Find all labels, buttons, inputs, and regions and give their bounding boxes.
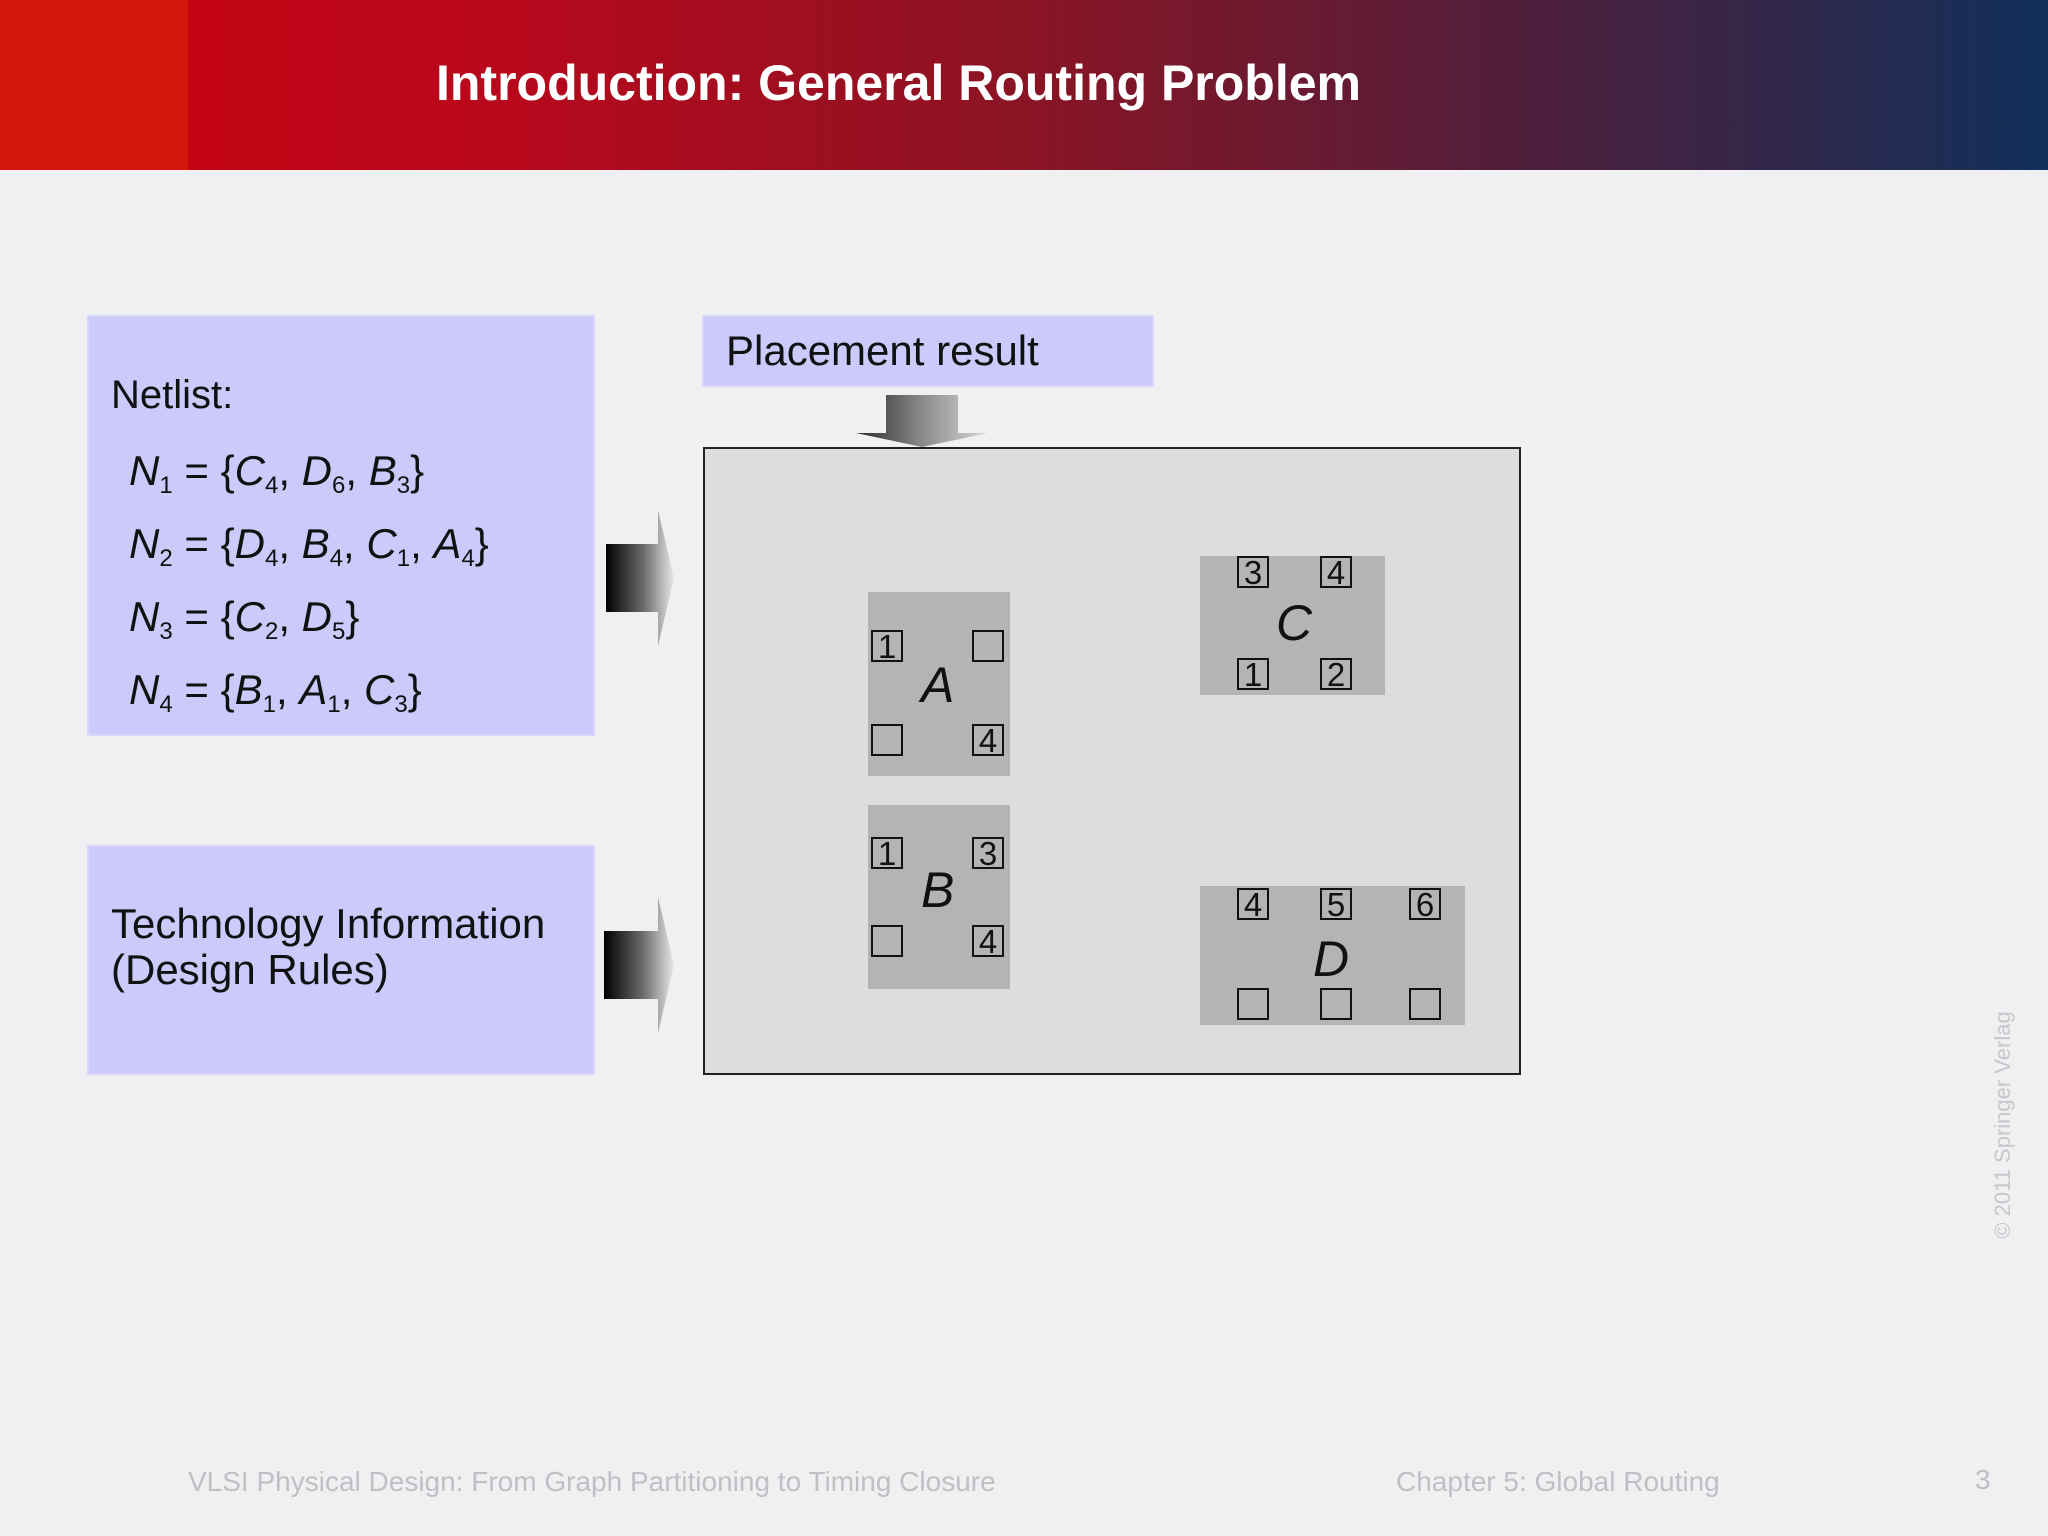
net-1-definition: N1 = {C4, D6, B3} bbox=[129, 447, 425, 499]
cell-c-pin: 2 bbox=[1320, 658, 1352, 691]
pin-cell: C bbox=[234, 593, 265, 640]
arrow-right-icon bbox=[606, 510, 674, 646]
pin-index: 4 bbox=[264, 545, 279, 572]
placement-area: A 1 4 B 1 3 4 C 3 4 1 2 D 4 5 6 bbox=[703, 447, 1521, 1075]
footer-chapter: Chapter 5: Global Routing bbox=[1396, 1466, 1720, 1497]
cell-c-pin: 3 bbox=[1237, 556, 1269, 589]
placement-label-box: Placement result bbox=[704, 317, 1152, 385]
net-name: N bbox=[129, 447, 160, 494]
net-index: 1 bbox=[159, 472, 173, 499]
pin-cell: D bbox=[234, 520, 265, 567]
cell-d-pin bbox=[1237, 988, 1269, 1020]
cell-a-pin: 1 bbox=[871, 630, 903, 663]
pin-cell: D bbox=[301, 593, 332, 640]
cell-b-pin: 3 bbox=[972, 837, 1004, 870]
cell-b-pin: 1 bbox=[871, 837, 903, 870]
pin-cell: B bbox=[301, 520, 330, 567]
slide-title: Introduction: General Routing Problem bbox=[436, 55, 1361, 111]
net-2-definition: N2 = {D4, B4, C1, A4} bbox=[129, 520, 489, 572]
pin-index: 1 bbox=[396, 545, 411, 572]
pin-index: 1 bbox=[327, 691, 341, 718]
cell-a-pin bbox=[871, 724, 903, 756]
net-index: 3 bbox=[159, 618, 173, 645]
pin-index: 3 bbox=[394, 691, 408, 718]
pin-index: 4 bbox=[329, 545, 344, 572]
net-index: 4 bbox=[159, 691, 173, 718]
cell-a-label: A bbox=[921, 657, 955, 713]
page-number: 3 bbox=[1975, 1464, 1991, 1495]
pin-index: 2 bbox=[264, 618, 279, 645]
cell-b-pin bbox=[871, 925, 903, 957]
net-index: 2 bbox=[159, 545, 173, 572]
pin-cell: B bbox=[234, 666, 263, 713]
pin-cell: C bbox=[366, 520, 397, 567]
pin-cell: A bbox=[433, 520, 462, 567]
pin-cell: C bbox=[364, 666, 395, 713]
cell-d-pin bbox=[1409, 988, 1441, 1020]
technology-panel: Technology Information (Design Rules) bbox=[89, 847, 593, 1073]
cell-b-pin: 4 bbox=[972, 925, 1004, 958]
cell-d-label: D bbox=[1313, 931, 1350, 987]
net-4-definition: N4 = {B1, A1, C3} bbox=[129, 666, 422, 718]
technology-text: Technology Information (Design Rules) bbox=[111, 900, 546, 993]
pin-cell: D bbox=[301, 447, 332, 494]
title-bar-accent bbox=[0, 0, 188, 170]
net-name: N bbox=[129, 666, 160, 713]
arrow-down-icon bbox=[856, 395, 988, 447]
net-name: N bbox=[129, 520, 160, 567]
copyright-notice: © 2011 Springer Verlag bbox=[1990, 1011, 2015, 1239]
placement-label: Placement result bbox=[726, 327, 1039, 374]
cell-d-pin: 4 bbox=[1237, 888, 1269, 921]
cell-b-label: B bbox=[921, 862, 955, 918]
cell-c: C 3 4 1 2 bbox=[1200, 556, 1385, 695]
footer-book-title: VLSI Physical Design: From Graph Partiti… bbox=[188, 1466, 996, 1497]
pin-cell: A bbox=[299, 666, 328, 713]
netlist-panel: Netlist: N1 = {C4, D6, B3} N2 = {D4, B4, … bbox=[89, 317, 593, 734]
pin-index: 4 bbox=[264, 472, 279, 499]
cell-a-pin: 4 bbox=[972, 724, 1004, 757]
cell-d-pin: 5 bbox=[1320, 888, 1352, 921]
cell-a-pin bbox=[972, 630, 1004, 662]
cell-d-pin: 6 bbox=[1409, 888, 1441, 921]
pin-cell: B bbox=[368, 447, 397, 494]
cell-a: A 1 4 bbox=[868, 592, 1010, 776]
cell-c-label: C bbox=[1276, 595, 1313, 651]
cell-c-pin: 1 bbox=[1237, 658, 1269, 691]
cell-d-pin bbox=[1320, 988, 1352, 1020]
netlist-label: Netlist: bbox=[111, 373, 234, 417]
pin-index: 6 bbox=[332, 472, 346, 499]
pin-index: 5 bbox=[332, 618, 346, 645]
net-3-definition: N3 = {C2, D5} bbox=[129, 593, 360, 645]
title-bar: Introduction: General Routing Problem bbox=[0, 0, 2048, 170]
cell-c-pin: 4 bbox=[1320, 556, 1352, 589]
pin-index: 1 bbox=[262, 691, 276, 718]
pin-index: 4 bbox=[461, 545, 475, 572]
arrow-right-icon bbox=[604, 897, 674, 1033]
cell-d: D 4 5 6 bbox=[1200, 886, 1465, 1025]
cell-b: B 1 3 4 bbox=[868, 805, 1010, 989]
pin-cell: C bbox=[234, 447, 265, 494]
pin-index: 3 bbox=[396, 472, 411, 499]
net-name: N bbox=[129, 593, 160, 640]
